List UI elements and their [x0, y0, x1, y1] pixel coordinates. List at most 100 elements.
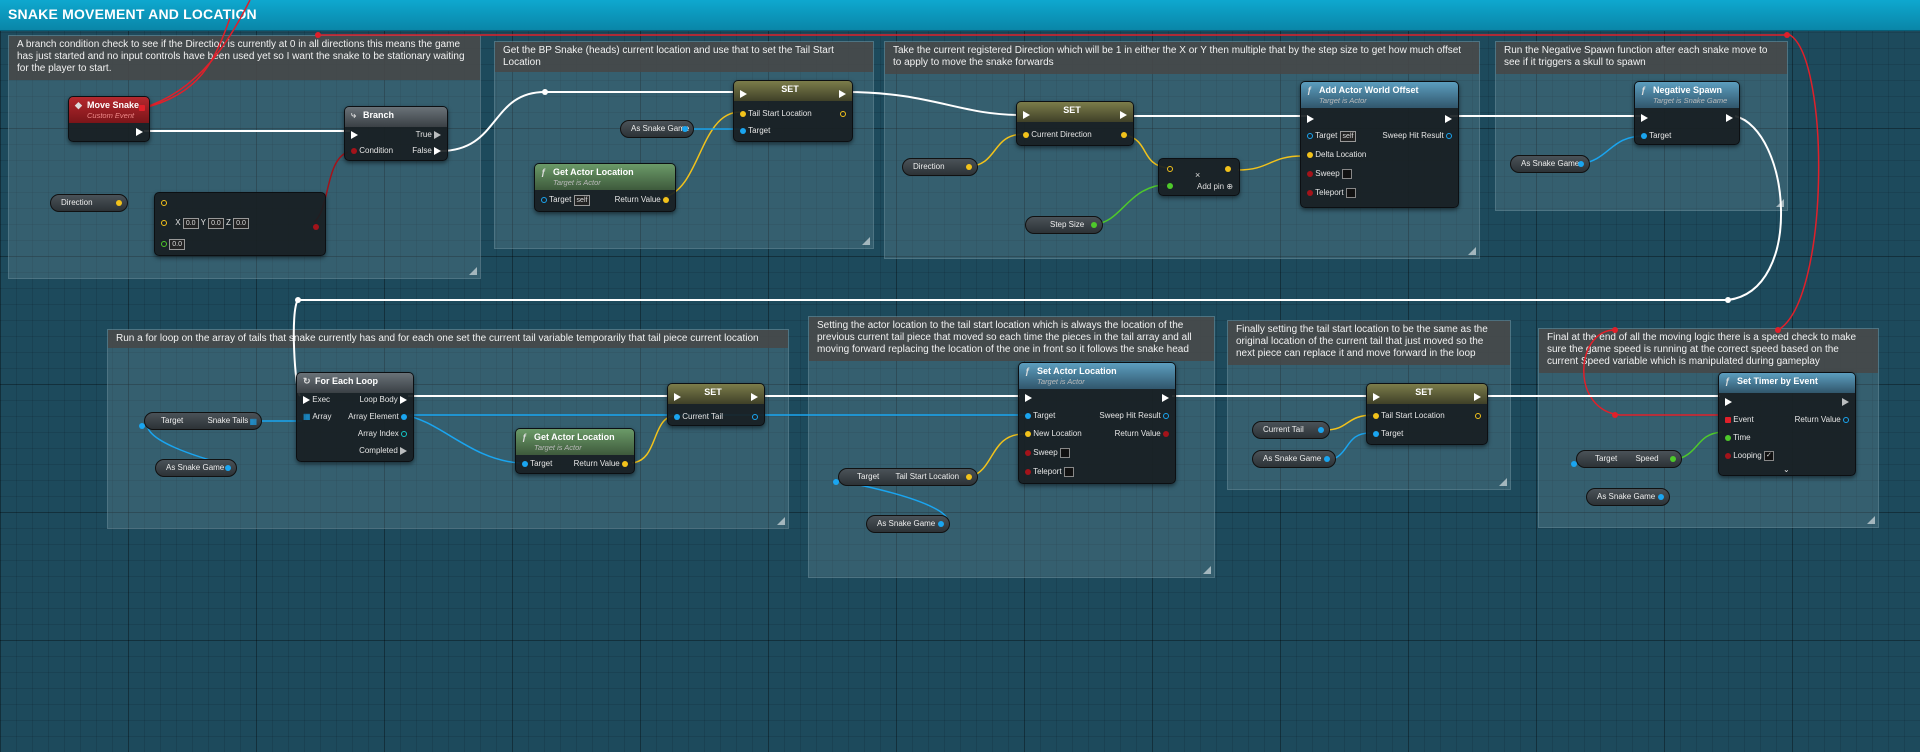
as-snake-game-variable[interactable]: As Snake Game [866, 515, 950, 533]
exec-out-pin[interactable] [839, 89, 846, 99]
return-value-pin[interactable]: Return Value [1795, 415, 1849, 425]
current-tail-variable[interactable]: Current Tail [1252, 421, 1330, 439]
tail-start-location-pin[interactable]: Tail Start Location [740, 109, 812, 119]
as-snake-game-variable[interactable]: As Snake Game [1586, 488, 1670, 506]
exec-in-pin[interactable] [1025, 393, 1032, 403]
event-pin[interactable]: Event [1725, 415, 1754, 425]
exec-in-pin[interactable] [1725, 397, 1732, 407]
resize-grip-icon[interactable] [862, 237, 870, 245]
exec-out-pin[interactable] [1474, 392, 1481, 402]
exec-in-pin[interactable] [1307, 114, 1314, 124]
sweep-pin[interactable]: Sweep [1025, 448, 1070, 458]
false-pin[interactable]: False [412, 146, 441, 156]
tail-start-location-pin[interactable]: Tail Start Location [1373, 411, 1445, 421]
exec-out-pin[interactable] [751, 392, 758, 402]
speed-variable[interactable]: Target Speed [1571, 450, 1682, 468]
resize-grip-icon[interactable] [1468, 247, 1476, 255]
completed-pin[interactable]: Completed [359, 446, 407, 456]
return-value-pin[interactable]: Return Value [615, 195, 669, 205]
new-location-pin[interactable]: New Location [1025, 429, 1082, 439]
teleport-pin[interactable]: Teleport [1307, 188, 1356, 198]
current-direction-out-pin[interactable] [1121, 130, 1127, 140]
a-pin[interactable] [161, 198, 167, 208]
set-current-tail-node[interactable]: SET Current Tail [667, 383, 765, 426]
teleport-checkbox[interactable] [1063, 467, 1074, 477]
exec-in-pin[interactable] [740, 89, 747, 99]
move-snake-event-node[interactable]: ◆ Move Snake Custom Event [68, 96, 150, 142]
array-index-pin[interactable]: Array Index [358, 429, 407, 439]
resize-grip-icon[interactable] [469, 267, 477, 275]
set-actor-location-node[interactable]: ƒ Set Actor Location Target is Actor Tar… [1018, 362, 1176, 484]
resize-grip-icon[interactable] [1203, 566, 1211, 574]
tail-start-location-variable[interactable]: Target Tail Start Location [833, 468, 978, 486]
exec-in-pin[interactable] [1641, 113, 1648, 123]
current-direction-pin[interactable]: Current Direction [1023, 130, 1092, 140]
true-pin[interactable]: True [416, 130, 441, 140]
for-each-loop-node[interactable]: ↻ For Each Loop Exec Loop Body ▦ Array A… [296, 372, 414, 462]
exec-in-pin[interactable] [1023, 110, 1030, 120]
exec-out-pin[interactable] [1445, 114, 1452, 124]
return-value-pin[interactable]: Return Value [1115, 429, 1169, 439]
teleport-checkbox[interactable] [1345, 188, 1356, 198]
as-snake-game-variable[interactable]: As Snake Game [155, 459, 237, 477]
vector-equal-node[interactable]: X 0.0 Y 0.0 Z 0.0 0.0 [154, 192, 326, 256]
target-pin[interactable]: Target [740, 126, 770, 136]
result-pin[interactable] [1225, 164, 1231, 174]
sweep-pin[interactable]: Sweep [1307, 169, 1352, 179]
loop-body-pin[interactable]: Loop Body [360, 395, 407, 405]
as-snake-game-variable[interactable]: As Snake Game [1252, 450, 1336, 468]
get-actor-location-node[interactable]: ƒ Get Actor Location Target is Actor Tar… [534, 163, 676, 212]
delegate-pin[interactable] [139, 103, 145, 113]
multiply-node[interactable]: × Add pin ⊕ [1158, 158, 1240, 196]
set-tail-start-node[interactable]: SET Tail Start Location Target [733, 80, 853, 142]
add-pin-button[interactable]: Add pin ⊕ [1197, 182, 1234, 191]
set-tail-start-node[interactable]: SET Tail Start Location Target [1366, 383, 1488, 445]
sweep-hit-result-pin[interactable]: Sweep Hit Result [1099, 411, 1169, 421]
current-tail-out-pin[interactable] [752, 412, 758, 422]
expand-chevron-icon[interactable]: ⌄ [1783, 465, 1790, 474]
return-value-pin[interactable]: Return Value [574, 459, 628, 469]
exec-out-pin[interactable] [1726, 113, 1733, 123]
branch-node[interactable]: ⤷ Branch True Condition False [344, 106, 448, 161]
a-pin[interactable] [1167, 164, 1173, 174]
looping-pin[interactable]: Looping ✓ [1725, 451, 1774, 461]
get-actor-location-node[interactable]: ƒ Get Actor Location Target is Actor Tar… [515, 428, 635, 474]
current-tail-pin[interactable]: Current Tail [674, 412, 723, 422]
as-snake-game-variable[interactable]: As Snake Game [620, 120, 694, 138]
target-pin[interactable]: Target [522, 459, 552, 469]
exec-in-pin[interactable] [674, 392, 681, 402]
exec-out-pin[interactable] [1842, 397, 1849, 407]
tolerance-pin[interactable]: 0.0 [161, 239, 185, 250]
tail-start-location-out-pin[interactable] [840, 109, 846, 119]
direction-variable[interactable]: Direction [902, 158, 978, 176]
sweep-hit-result-pin[interactable]: Sweep Hit Result [1382, 131, 1452, 141]
set-timer-by-event-node[interactable]: ƒ Set Timer by Event Event Return Value … [1718, 372, 1856, 476]
set-current-direction-node[interactable]: SET Current Direction [1016, 101, 1134, 146]
sweep-checkbox[interactable] [1341, 169, 1352, 179]
step-size-variable[interactable]: Step Size [1025, 216, 1103, 234]
array-element-pin[interactable]: Array Element [348, 412, 407, 422]
teleport-pin[interactable]: Teleport [1025, 467, 1074, 477]
b-pin[interactable] [1167, 181, 1173, 191]
looping-checkbox[interactable]: ✓ [1763, 451, 1774, 461]
result-pin[interactable] [313, 222, 319, 232]
comment-get-location[interactable]: Get the BP Snake (heads) current locatio… [494, 41, 874, 249]
snake-tails-variable[interactable]: Target Snake Tails ▦ [139, 412, 262, 430]
as-snake-game-variable[interactable]: As Snake Game [1510, 155, 1590, 173]
target-pin[interactable]: Target self [1307, 131, 1357, 142]
add-actor-world-offset-node[interactable]: ƒ Add Actor World Offset Target is Actor… [1300, 81, 1459, 208]
resize-grip-icon[interactable] [777, 517, 785, 525]
resize-grip-icon[interactable] [1499, 478, 1507, 486]
b-pin[interactable]: X 0.0 Y 0.0 Z 0.0 [161, 218, 249, 229]
exec-in-pin[interactable] [351, 130, 358, 140]
resize-grip-icon[interactable] [1867, 516, 1875, 524]
target-pin[interactable]: Target [1373, 429, 1403, 439]
condition-pin[interactable]: Condition [351, 146, 393, 156]
target-pin[interactable]: Target self [541, 195, 591, 206]
tail-start-location-out-pin[interactable] [1475, 411, 1481, 421]
exec-in-pin[interactable]: Exec [303, 395, 330, 405]
exec-out-pin[interactable] [1120, 110, 1127, 120]
delta-location-pin[interactable]: Delta Location [1307, 150, 1366, 160]
exec-out-pin[interactable] [136, 127, 143, 137]
time-pin[interactable]: Time [1725, 433, 1751, 443]
